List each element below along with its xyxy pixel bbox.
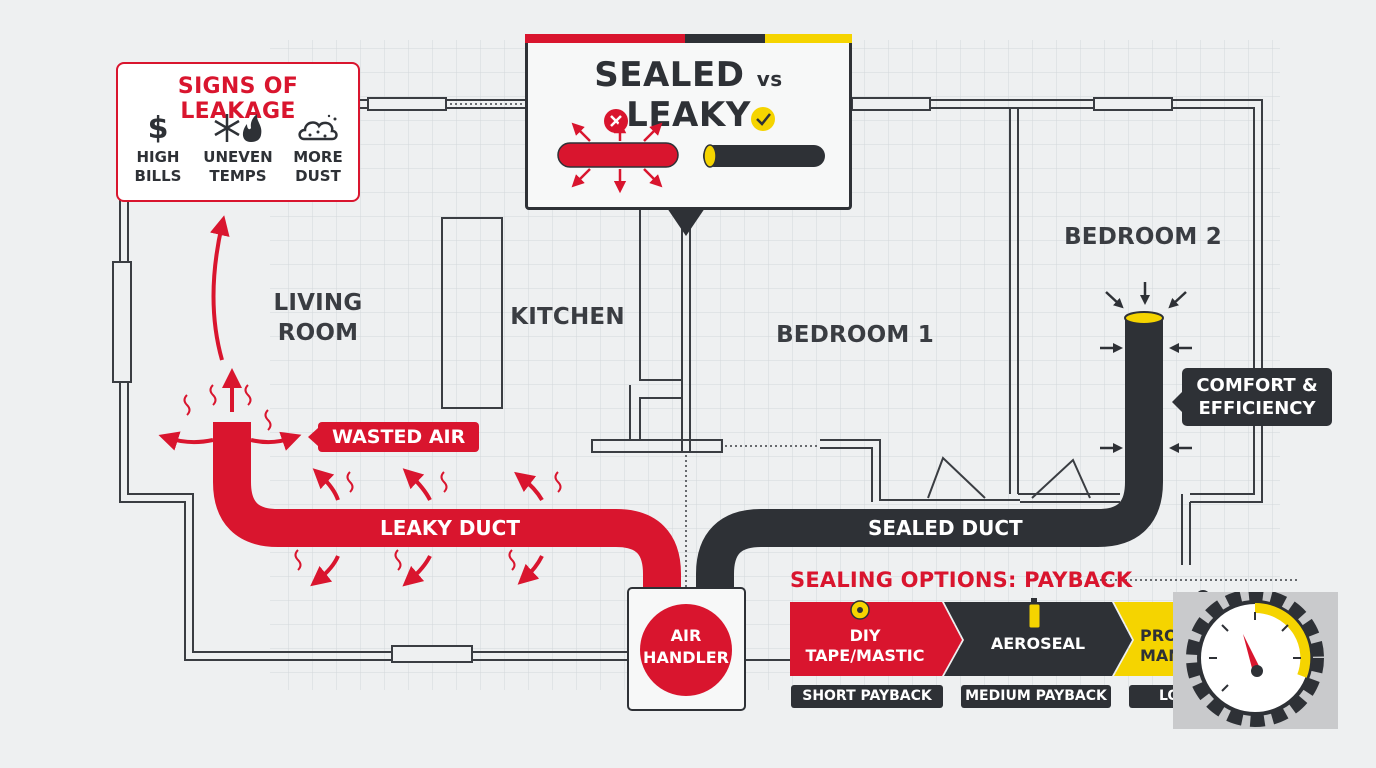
guide-lines [450, 103, 1300, 588]
signs-of-leakage-card: SIGNS OF LEAKAGE $ HIGH BILLS UNEVEN TEM… [116, 62, 360, 202]
pressure-arrows [1100, 282, 1192, 453]
comparison-illustration [557, 107, 825, 194]
sealed-duct-label: SEALED DUCT [868, 516, 1023, 540]
wasted-air-label: WASTED AIR [318, 422, 480, 452]
option-diy-tape-mastic-band [790, 602, 962, 676]
leaky-duct [213, 422, 681, 590]
option-aeroseal: AEROSEAL [990, 634, 1086, 653]
sealed-duct-end [1124, 311, 1164, 325]
payback-short: SHORT PAYBACK [791, 685, 943, 708]
leak-arrows [158, 215, 544, 587]
comfort-pointer [1172, 392, 1182, 412]
room-bedroom-2: BEDROOM 2 [1064, 224, 1222, 250]
room-kitchen: KITCHEN [510, 304, 625, 330]
callout-pointer [667, 208, 705, 236]
leaky-duct-label: LEAKY DUCT [380, 516, 520, 540]
wasted-air-pointer [308, 428, 318, 446]
windows [112, 97, 1173, 663]
sign-uneven-temps: UNEVEN TEMPS [198, 108, 278, 186]
option-aeroseal-band [944, 602, 1132, 676]
card-color-bar [525, 34, 852, 43]
speedometer-icon [1186, 589, 1324, 727]
leak-waves [183, 384, 562, 571]
check-mark-icon [751, 107, 775, 131]
comfort-efficiency-label: COMFORT &EFFICIENCY [1182, 368, 1332, 426]
tape-icon [850, 600, 870, 620]
air-handler-unit [627, 587, 746, 711]
spray-can-icon [1028, 598, 1041, 629]
dust-cloud-icon [278, 108, 358, 148]
sealed-duct [696, 318, 1163, 590]
sign-high-bills: $ HIGH BILLS [118, 108, 198, 186]
leaky-pipe-icon [557, 142, 679, 168]
dollar-icon: $ [147, 110, 169, 146]
room-bedroom-1: BEDROOM 1 [776, 322, 934, 348]
sealed-pipe-icon [703, 145, 825, 167]
sign-more-dust: MORE DUST [278, 108, 358, 186]
sealing-options-title: SEALING OPTIONS: PAYBACK [790, 568, 1133, 592]
signs-title: SIGNS OF LEAKAGE [177, 74, 299, 124]
interior-walls [441, 108, 1120, 503]
sealed-vs-leaky-card: SEALED vs LEAKY [525, 34, 852, 210]
gauge-panel [1173, 589, 1338, 729]
snowflake-flame-icon [198, 108, 278, 148]
payback-medium: MEDIUM PAYBACK [961, 685, 1111, 708]
comparison-title: SEALED vs LEAKY [594, 55, 783, 135]
